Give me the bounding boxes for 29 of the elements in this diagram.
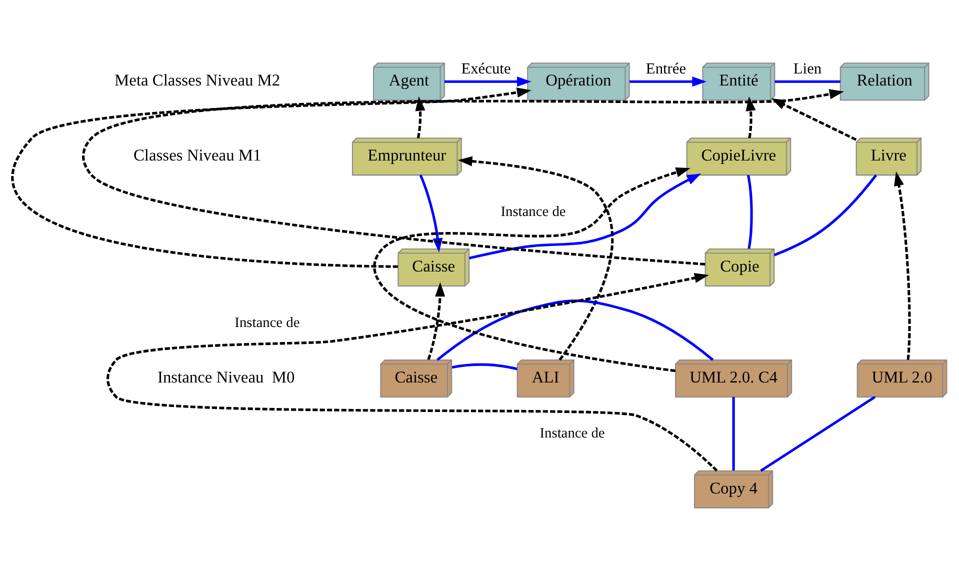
arrow bbox=[746, 96, 756, 138]
connector bbox=[760, 396, 876, 472]
edge-label: Entrée bbox=[646, 60, 686, 78]
label: Meta Classes Niveau M2 bbox=[114, 70, 280, 90]
connector bbox=[746, 174, 753, 249]
label: Instance Niveau M0 bbox=[157, 367, 295, 386]
label: Instance de bbox=[540, 426, 605, 442]
connector bbox=[732, 396, 735, 471]
arrow bbox=[82, 89, 844, 266]
connector bbox=[774, 80, 840, 83]
arrow bbox=[373, 167, 690, 372]
arrow bbox=[415, 96, 426, 138]
label: Instance de bbox=[234, 314, 300, 331]
arrow bbox=[444, 76, 532, 87]
arrow bbox=[106, 273, 718, 472]
edge-label: Lien bbox=[793, 60, 822, 78]
arrow bbox=[419, 174, 443, 253]
label: Classes Niveau M1 bbox=[133, 145, 262, 164]
connector bbox=[452, 363, 518, 370]
arrow bbox=[12, 87, 532, 268]
arrow bbox=[469, 173, 702, 260]
arrow bbox=[427, 282, 446, 360]
arrow bbox=[458, 156, 614, 361]
label: Instance de bbox=[500, 204, 566, 220]
connector bbox=[436, 300, 714, 361]
arrow bbox=[894, 171, 911, 360]
arrow bbox=[630, 76, 707, 87]
connector bbox=[774, 174, 878, 256]
edge-label: Exécute bbox=[461, 60, 511, 78]
